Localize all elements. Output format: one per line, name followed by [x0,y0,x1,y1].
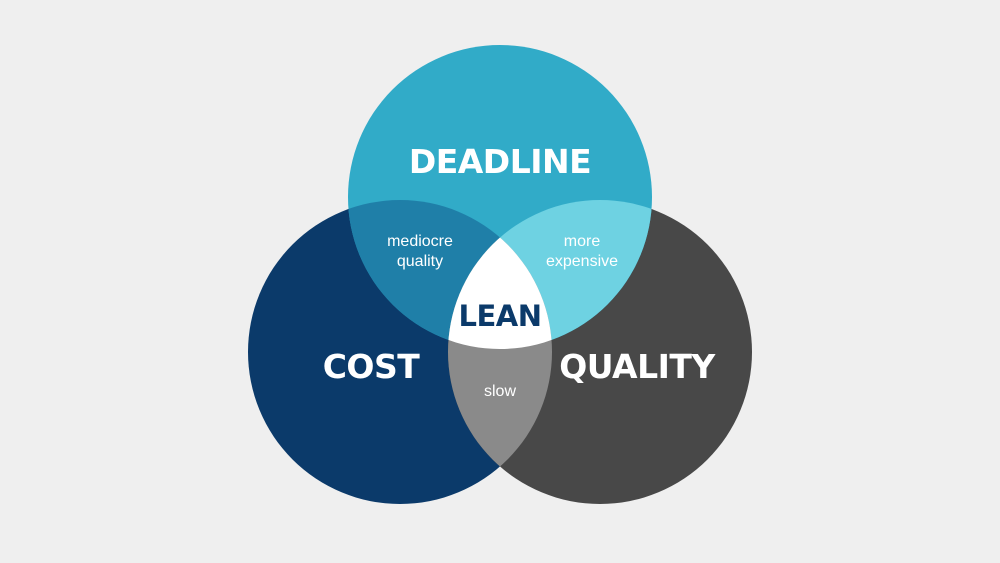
more-expensive-line2: expensive [546,253,618,270]
mediocre-quality-line2: quality [397,253,443,270]
slow-label: slow [484,383,516,400]
cost-label: COST [323,347,421,386]
lean-label: LEAN [458,299,541,333]
quality-label: QUALITY [559,347,716,386]
more-expensive-line1: more [564,233,601,250]
lean-center-region [448,200,552,349]
mediocre-quality-line1: mediocre [387,233,453,250]
deadline-label: DEADLINE [409,142,591,181]
